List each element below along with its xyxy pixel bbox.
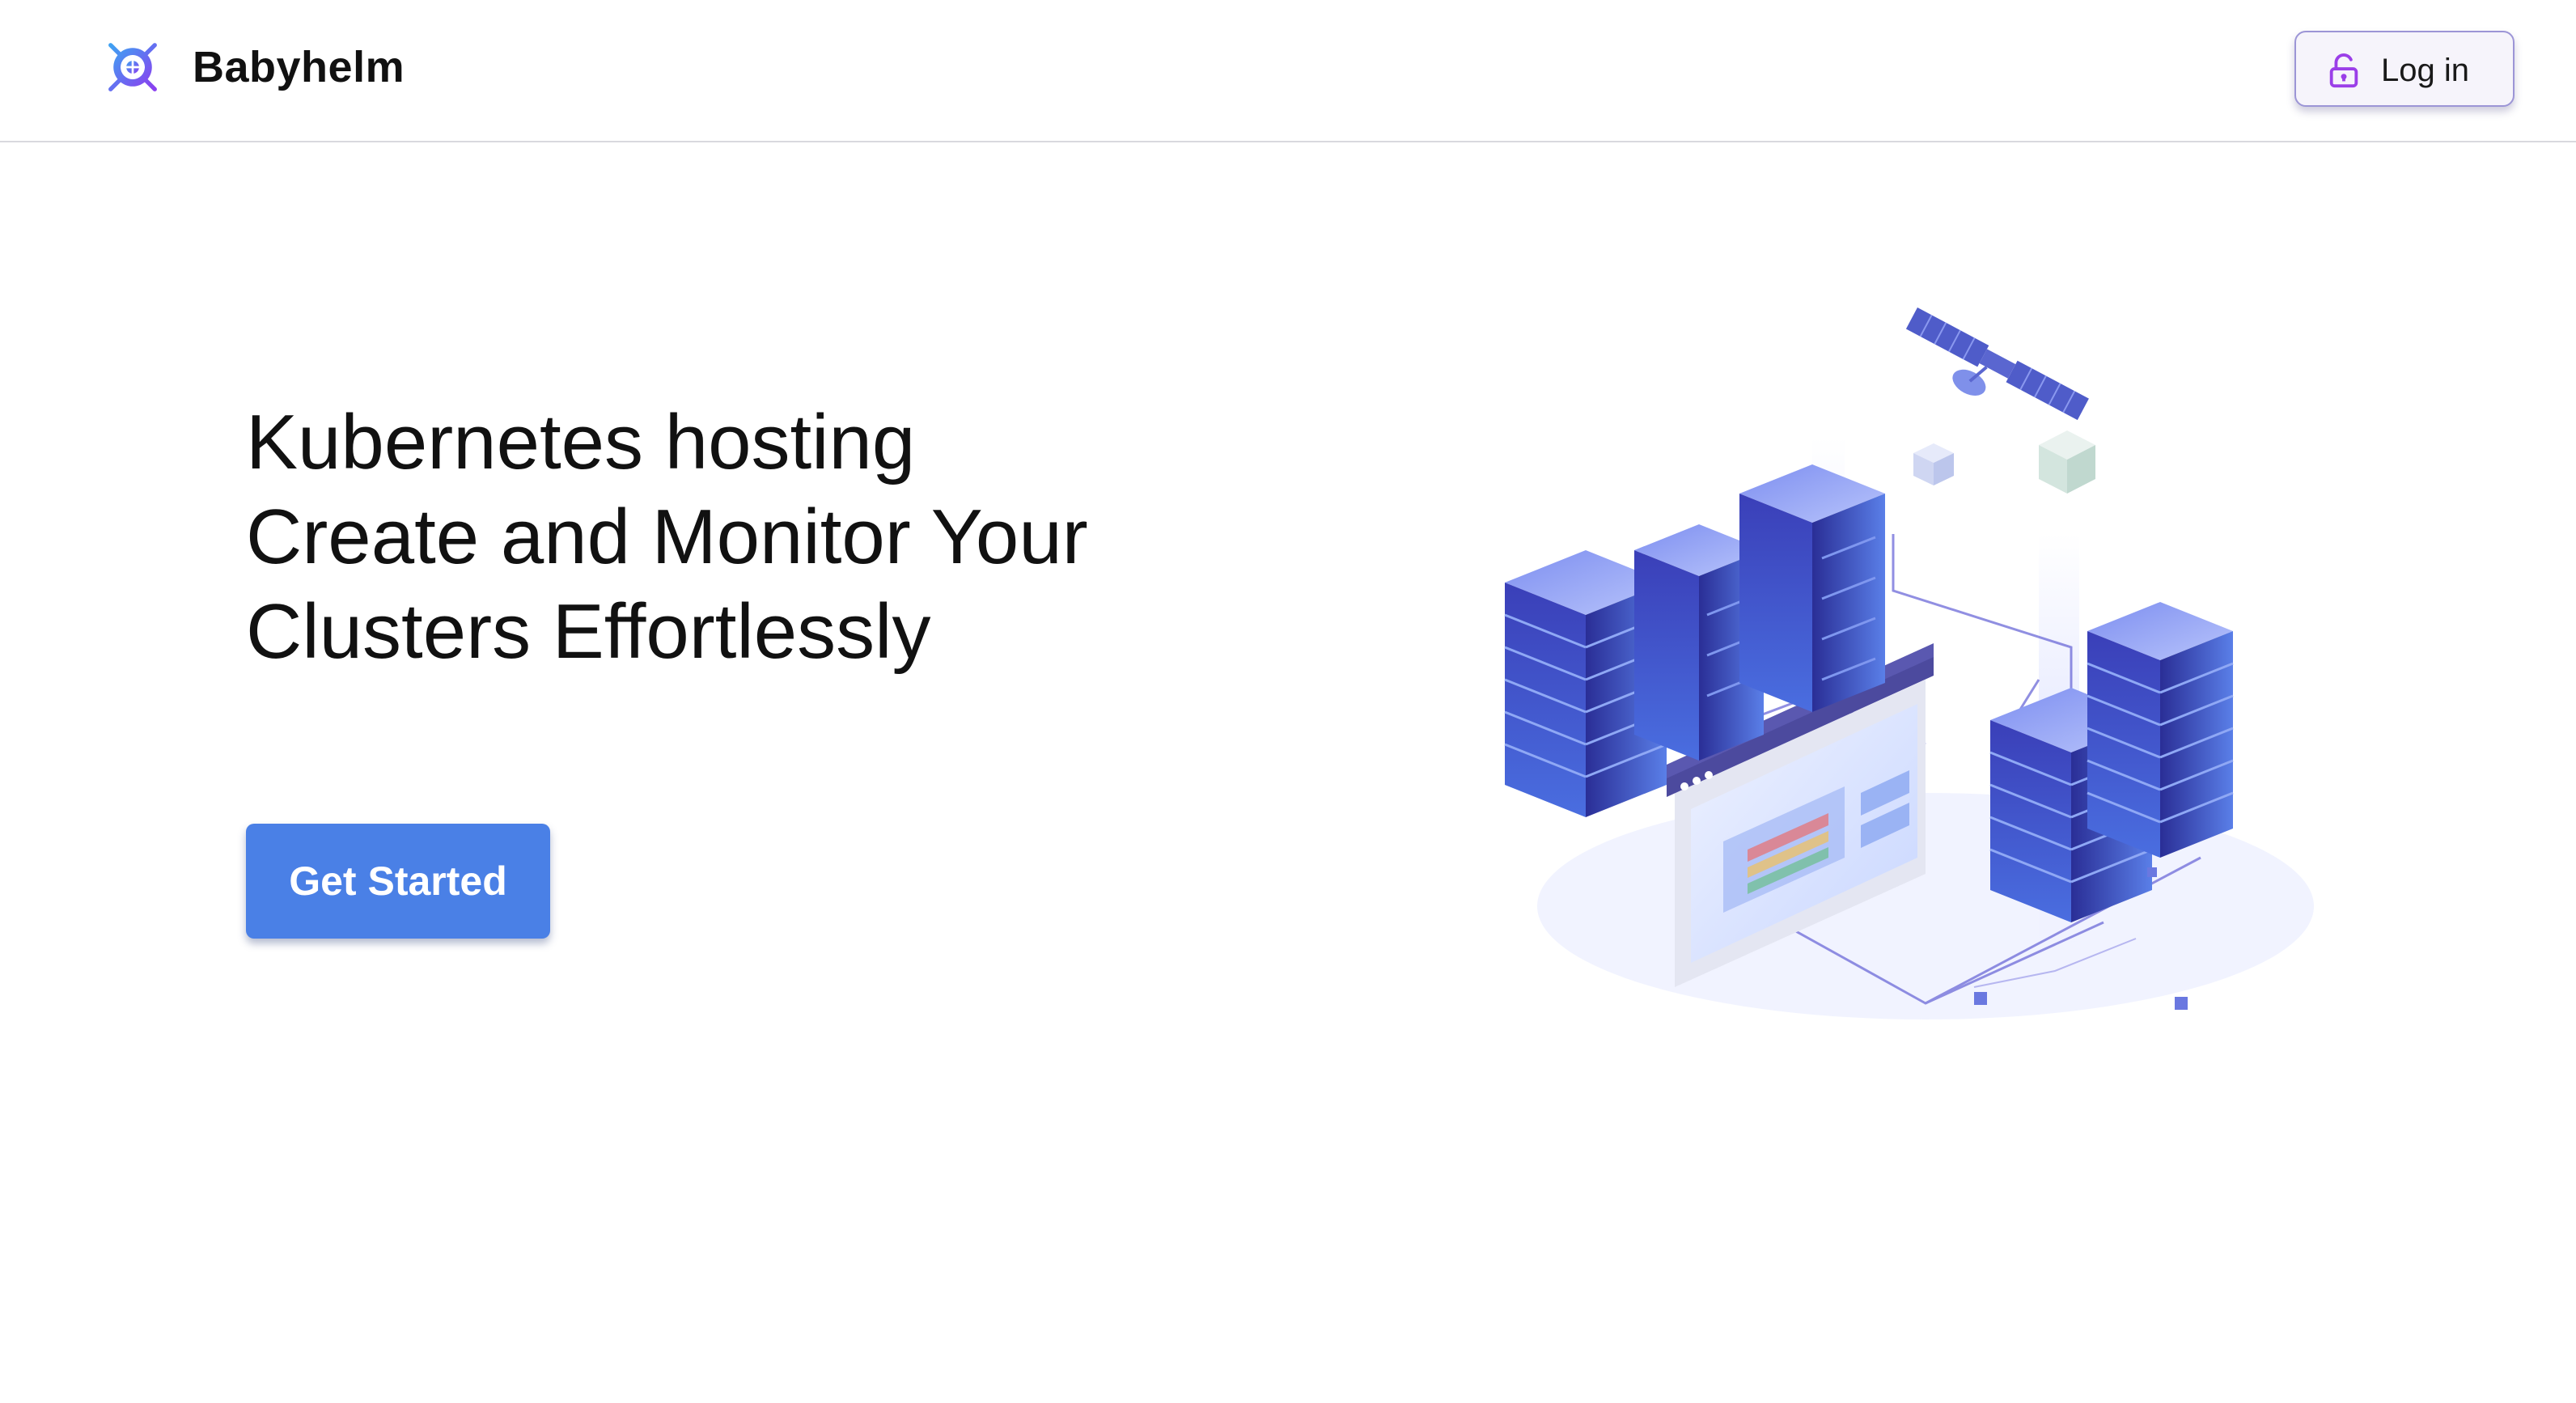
brand-name: Babyhelm	[193, 43, 405, 91]
server-rack	[1739, 464, 1885, 712]
login-label: Log in	[2381, 53, 2469, 88]
servers-cloud-illustration	[1504, 307, 2314, 1019]
top-navbar: Babyhelm Log in	[0, 0, 2576, 142]
login-button[interactable]: Log in	[2294, 31, 2515, 107]
floating-cube	[2039, 430, 2095, 494]
brand-link[interactable]: Babyhelm	[97, 31, 405, 104]
hero-title-line: Clusters Effortlessly	[246, 588, 931, 675]
helm-wheel-icon	[99, 33, 167, 101]
hero-title: Kubernetes hosting Create and Monitor Yo…	[246, 395, 1217, 679]
unlock-icon	[2329, 53, 2358, 88]
server-rack	[1504, 550, 1667, 817]
satellite	[1905, 307, 2089, 421]
hero-title-line: Create and Monitor Your	[246, 494, 1088, 580]
get-started-button[interactable]: Get Started	[246, 824, 550, 939]
hero-title-line: Kubernetes hosting	[246, 399, 916, 485]
floating-cube	[1913, 443, 1954, 485]
server-rack	[2087, 602, 2234, 858]
